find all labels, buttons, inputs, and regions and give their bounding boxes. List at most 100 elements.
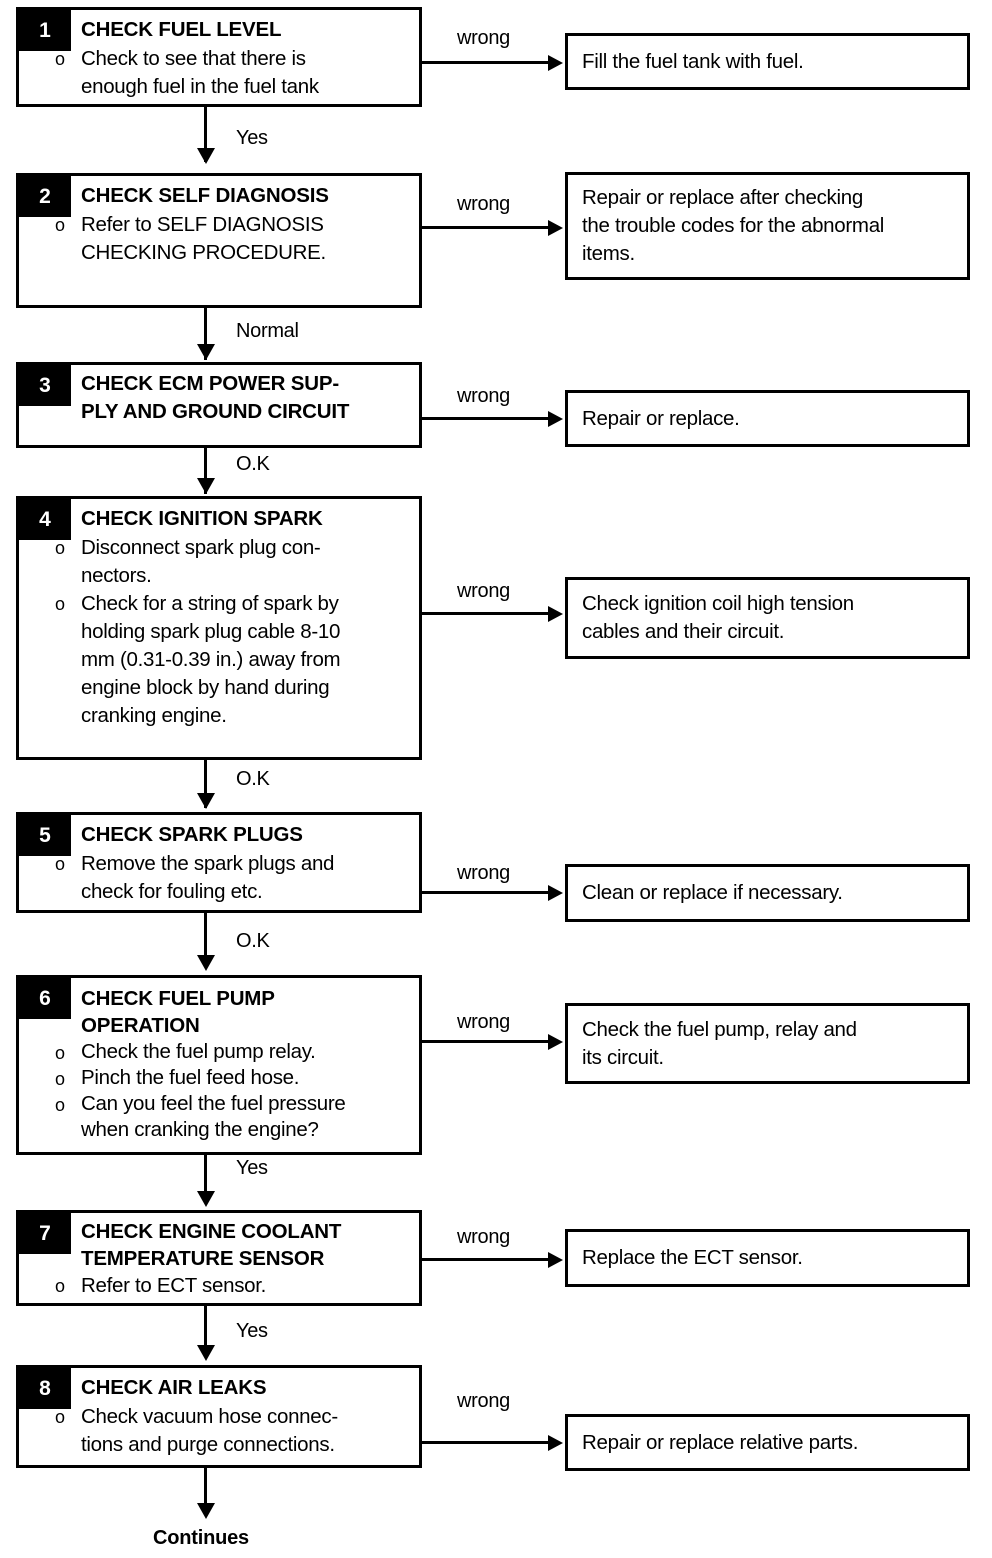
bullet-item: o Check to see that there is enough fuel … <box>19 45 419 101</box>
step-title-3: CHECK ECM POWER SUP- PLY AND GROUND CIRC… <box>81 372 350 423</box>
check-step-box-1[interactable]: 1 CHECK FUEL LEVEL o Check to see that th… <box>16 7 422 107</box>
bullet-item: o Refer to ECT sensor. <box>19 1272 419 1300</box>
bullet-item: o Can you feel the fuel pressure when cra… <box>19 1091 419 1143</box>
result-box-1[interactable]: Fill the fuel tank with fuel. <box>565 33 970 90</box>
flow-arrowhead-2-3 <box>197 344 215 360</box>
branch-line-5 <box>422 891 548 894</box>
step-title-2: CHECK SELF DIAGNOSIS <box>81 184 329 207</box>
bullet-text: Check to see that there is enough fuel i… <box>81 47 319 98</box>
flow-label-5-6: O.K <box>236 930 270 952</box>
result-box-6[interactable]: Check the fuel pump, relay and its circu… <box>565 1003 970 1084</box>
bullet-marker-icon: o <box>55 1407 65 1427</box>
step-number-badge-4: 4 <box>19 499 71 540</box>
bullet-marker-icon: o <box>55 1095 65 1115</box>
branch-line-4 <box>422 612 548 615</box>
bullet-marker-icon: o <box>55 1276 65 1296</box>
branch-arrowhead-7 <box>548 1252 563 1268</box>
bullet-item: o Check for a string of spark by holding … <box>19 590 419 730</box>
step-bullet-list-1: o Check to see that there is enough fuel … <box>19 45 419 101</box>
branch-line-3 <box>422 417 548 420</box>
branch-line-1 <box>422 61 548 64</box>
flow-line-4-5 <box>204 760 207 808</box>
branch-line-8 <box>422 1441 548 1444</box>
flow-label-3-4: O.K <box>236 453 270 475</box>
result-text-1: Fill the fuel tank with fuel. <box>582 49 804 73</box>
result-text-8: Repair or replace relative parts. <box>582 1430 859 1454</box>
branch-line-6 <box>422 1040 548 1043</box>
flow-line-1-2 <box>204 107 207 162</box>
bullet-marker-icon: o <box>55 1043 65 1063</box>
flow-arrowhead-5-6 <box>197 955 215 971</box>
branch-label-3: wrong <box>457 385 510 407</box>
flow-label-4-5: O.K <box>236 768 270 790</box>
step-number-badge-8: 8 <box>19 1368 71 1409</box>
flow-label-6-7: Yes <box>236 1157 268 1179</box>
flow-arrowhead-4-5 <box>197 793 215 809</box>
step-number-badge-1: 1 <box>19 10 71 51</box>
branch-label-5: wrong <box>457 862 510 884</box>
check-step-box-7[interactable]: 7 CHECK ENGINE COOLANT TEMPERATURE SENSO… <box>16 1210 422 1306</box>
branch-arrowhead-2 <box>548 220 563 236</box>
flow-arrowhead-6-7 <box>197 1191 215 1207</box>
branch-label-4: wrong <box>457 580 510 602</box>
flow-line-7-8 <box>204 1306 207 1354</box>
flow-label-2-3: Normal <box>236 320 299 342</box>
step-number-badge-6: 6 <box>19 978 71 1019</box>
step-title-4: CHECK IGNITION SPARK <box>81 507 323 530</box>
result-box-5[interactable]: Clean or replace if necessary. <box>565 864 970 922</box>
bullet-text: Check for a string of spark by holding s… <box>81 592 341 727</box>
step-number-badge-5: 5 <box>19 815 71 856</box>
branch-label-7: wrong <box>457 1226 510 1248</box>
result-box-4[interactable]: Check ignition coil high tension cables … <box>565 577 970 659</box>
bullet-marker-icon: o <box>55 1069 65 1089</box>
continues-label: Continues <box>153 1527 249 1549</box>
bullet-text: Disconnect spark plug con- nectors. <box>81 536 321 587</box>
flow-line-2-3 <box>204 308 207 360</box>
result-text-6: Check the fuel pump, relay and its circu… <box>582 1017 857 1069</box>
bullet-text: Refer to ECT sensor. <box>81 1274 267 1297</box>
flow-line-end <box>204 1468 207 1513</box>
bullet-text: Can you feel the fuel pressure when cran… <box>81 1092 346 1141</box>
flow-label-7-8: Yes <box>236 1320 268 1342</box>
flow-line-6-7 <box>204 1155 207 1202</box>
branch-arrowhead-1 <box>548 55 563 71</box>
step-number-badge-3: 3 <box>19 365 71 406</box>
result-box-2[interactable]: Repair or replace after checking the tro… <box>565 172 970 280</box>
result-box-8[interactable]: Repair or replace relative parts. <box>565 1414 970 1471</box>
branch-label-6: wrong <box>457 1011 510 1033</box>
branch-line-2 <box>422 226 548 229</box>
result-box-7[interactable]: Replace the ECT sensor. <box>565 1229 970 1287</box>
branch-label-1: wrong <box>457 27 510 49</box>
step-title-1: CHECK FUEL LEVEL <box>81 18 282 41</box>
bullet-marker-icon: o <box>55 49 65 69</box>
result-text-4: Check ignition coil high tension cables … <box>582 592 854 643</box>
step-title-7: CHECK ENGINE COOLANT TEMPERATURE SENSOR <box>81 1220 342 1270</box>
step-number-badge-7: 7 <box>19 1213 71 1254</box>
branch-arrowhead-3 <box>548 411 563 427</box>
branch-line-7 <box>422 1258 548 1261</box>
step-number-badge-2: 2 <box>19 176 71 217</box>
flow-line-3-4 <box>204 448 207 494</box>
branch-arrowhead-4 <box>548 606 563 622</box>
bullet-marker-icon: o <box>55 594 65 614</box>
result-text-5: Clean or replace if necessary. <box>582 881 843 904</box>
bullet-marker-icon: o <box>55 215 65 235</box>
branch-label-2: wrong <box>457 193 510 215</box>
step-title-8: CHECK AIR LEAKS <box>81 1376 267 1399</box>
result-box-3[interactable]: Repair or replace. <box>565 390 970 447</box>
check-step-box-3[interactable]: 3 CHECK ECM POWER SUP- PLY AND GROUND CI… <box>16 362 422 448</box>
flow-arrowhead-1-2 <box>197 148 215 164</box>
